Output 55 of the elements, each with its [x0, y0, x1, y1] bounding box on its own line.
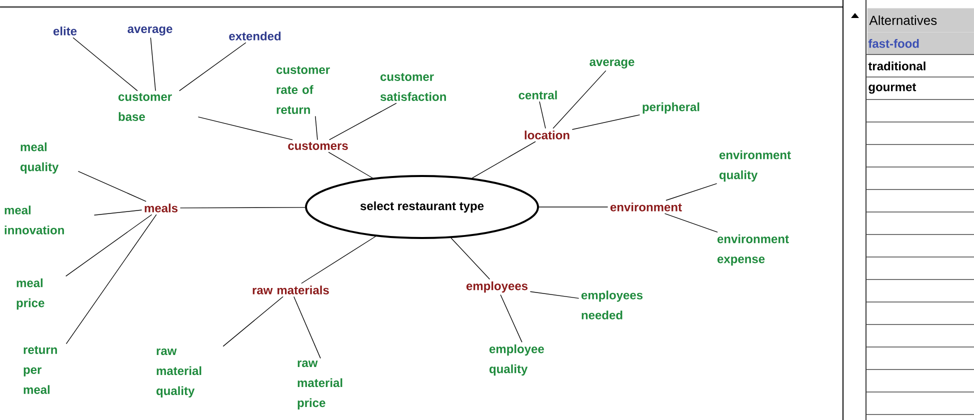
table-cell: fast-food: [867, 32, 974, 55]
connector-line: [294, 296, 321, 359]
connector-line: [664, 213, 718, 233]
connector-line: [180, 207, 306, 208]
connector-line: [150, 37, 156, 92]
node-label: return per meal: [24, 346, 57, 394]
connector-line: [66, 214, 157, 344]
connector-line: [72, 37, 138, 92]
connector-line: [539, 101, 546, 129]
node-label: peripheral: [642, 102, 700, 114]
connector-line: [328, 102, 397, 140]
connector-line: [572, 114, 640, 130]
node-label: raw material price: [298, 360, 342, 410]
node-label: meal price: [16, 278, 44, 310]
node-label: environment quality: [719, 150, 791, 182]
node-label: employees: [466, 281, 528, 293]
connector-line: [500, 294, 522, 343]
node-label: elite: [53, 26, 77, 36]
node-label: raw material quality: [156, 348, 202, 398]
connector-line: [472, 141, 536, 178]
connector-line: [301, 236, 376, 284]
connector-line: [538, 206, 608, 208]
node-label: meals: [144, 204, 178, 212]
node-label: environment expense: [717, 234, 789, 266]
node-label: employee quality: [489, 344, 544, 376]
connector-line: [94, 210, 142, 216]
table-cell: gourmet: [868, 83, 916, 94]
table-header: Alternatives: [867, 8, 974, 32]
connector-line: [222, 296, 284, 347]
connector-line: [450, 238, 490, 280]
node-label: employees needed: [581, 290, 643, 320]
node-label: location: [524, 130, 570, 140]
connector-line: [178, 42, 246, 92]
connector-line: [315, 116, 318, 140]
connector-line: [328, 152, 373, 178]
node-label: average: [590, 60, 634, 68]
node-label: central: [518, 90, 557, 100]
node-label: customer rate of return: [276, 66, 330, 114]
connector-line: [65, 214, 152, 277]
connector-line: [666, 183, 718, 201]
node-label: environment: [610, 202, 682, 212]
node-label: meal innovation: [4, 206, 64, 234]
table-cell: traditional: [868, 62, 926, 70]
connector-line: [198, 116, 293, 140]
node-label: customer satisfaction: [380, 73, 446, 101]
node-label: extended: [229, 32, 281, 40]
node-label: meal quality: [20, 142, 59, 174]
node-label: average: [128, 26, 172, 36]
ellipse-node: select restaurant type: [305, 175, 539, 239]
node-label: raw materials: [252, 286, 329, 294]
node-label: customers: [288, 142, 348, 150]
node-label: customer base: [118, 93, 172, 121]
connector-line: [530, 291, 580, 299]
connector-line: [78, 171, 146, 202]
connector-line: [552, 70, 606, 129]
